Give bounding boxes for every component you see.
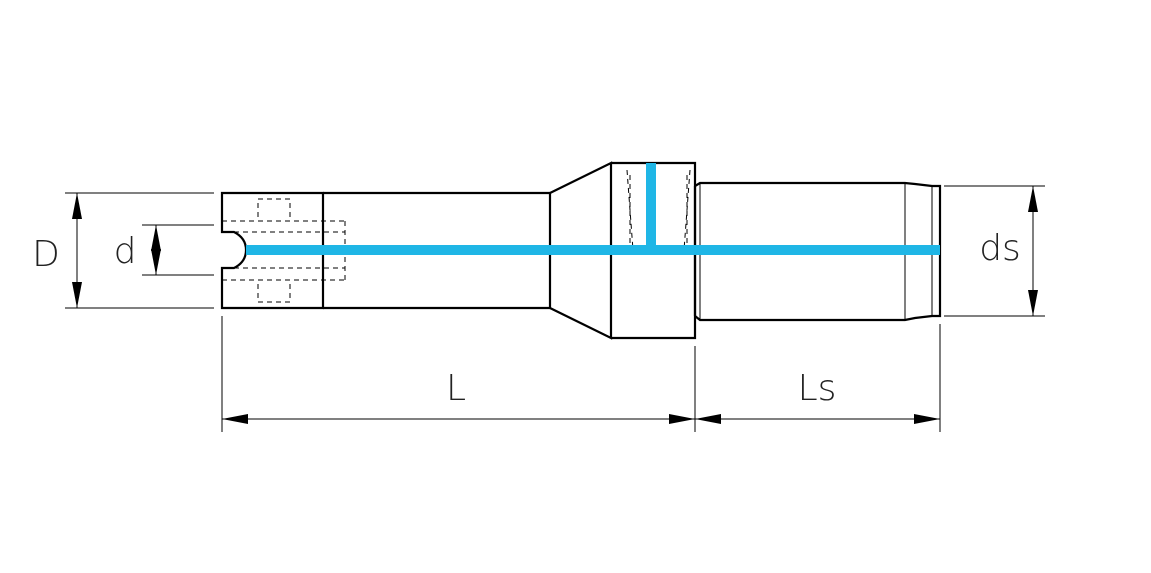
coolant-channels: [246, 163, 940, 255]
dimension-labels: D d ds L Ls: [32, 228, 1021, 409]
extension-lines: [65, 185, 1045, 432]
tool-head-outline: [220, 191, 325, 310]
label-D: D: [32, 234, 60, 275]
dimension-lines: [72, 186, 1038, 424]
label-d: d: [114, 231, 137, 272]
label-ds: ds: [979, 228, 1021, 269]
label-L: L: [446, 368, 466, 409]
label-Ls: Ls: [798, 368, 837, 409]
hidden-lines: [222, 169, 691, 303]
